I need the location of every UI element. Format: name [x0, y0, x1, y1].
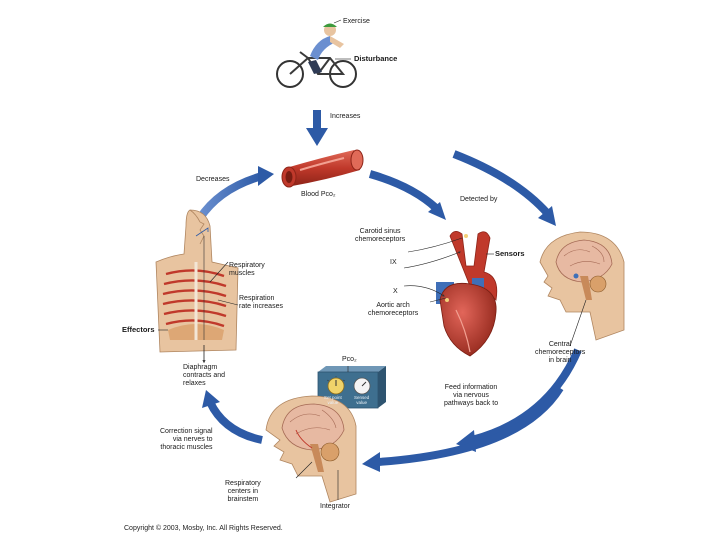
label-blood-pco2: Blood Pco₂: [301, 191, 336, 198]
cyclist-icon: [276, 23, 357, 88]
cycle-arrows: [196, 150, 582, 472]
label-carotid-sinus: Carotid sinus chemoreceptors: [355, 228, 406, 243]
label-increases: Increases: [330, 113, 361, 120]
label-decreases: Decreases: [196, 176, 230, 183]
label-correction-signal: Correction signal via nerves to thoracic…: [160, 428, 213, 451]
blood-vessel-icon: [281, 149, 364, 188]
label-disturbance: Disturbance: [354, 54, 398, 63]
increases-arrow: [306, 110, 328, 146]
label-feed-information: Feed information via nervous pathways ba…: [444, 384, 499, 407]
torso-icon: [155, 209, 239, 353]
label-pco2-box: Pco₂: [342, 356, 357, 363]
label-detected-by: Detected by: [460, 196, 498, 203]
label-respiration-rate: Respiration rate increases: [239, 295, 283, 310]
brain-icon-integrator: [265, 395, 357, 503]
label-integrator: Integrator: [320, 503, 350, 510]
label-nerve-x: X: [393, 288, 398, 295]
label-aortic-arch: Aortic arch chemoreceptors: [368, 302, 419, 317]
label-respiratory-centers: Respiratory centers in brainstem: [225, 480, 261, 503]
label-central-chemoreceptors: Central chemoreceptors in brain: [535, 341, 586, 364]
label-diaphragm: Diaphragm contracts and relaxes: [183, 364, 226, 387]
label-sensed-value: Sensed value: [354, 395, 370, 405]
label-setpoint-value: Set point value: [324, 395, 342, 405]
label-respiratory-muscles: Respiratory muscles: [229, 262, 265, 277]
label-nerve-ix: IX: [390, 259, 397, 266]
copyright-notice: Copyright © 2003, Mosby, Inc. All Rights…: [124, 525, 283, 532]
heart-icon: [436, 231, 498, 357]
label-exercise: Exercise: [343, 18, 370, 25]
brain-icon: [539, 231, 625, 341]
label-effectors: Effectors: [122, 325, 155, 334]
label-sensors: Sensors: [495, 249, 525, 258]
